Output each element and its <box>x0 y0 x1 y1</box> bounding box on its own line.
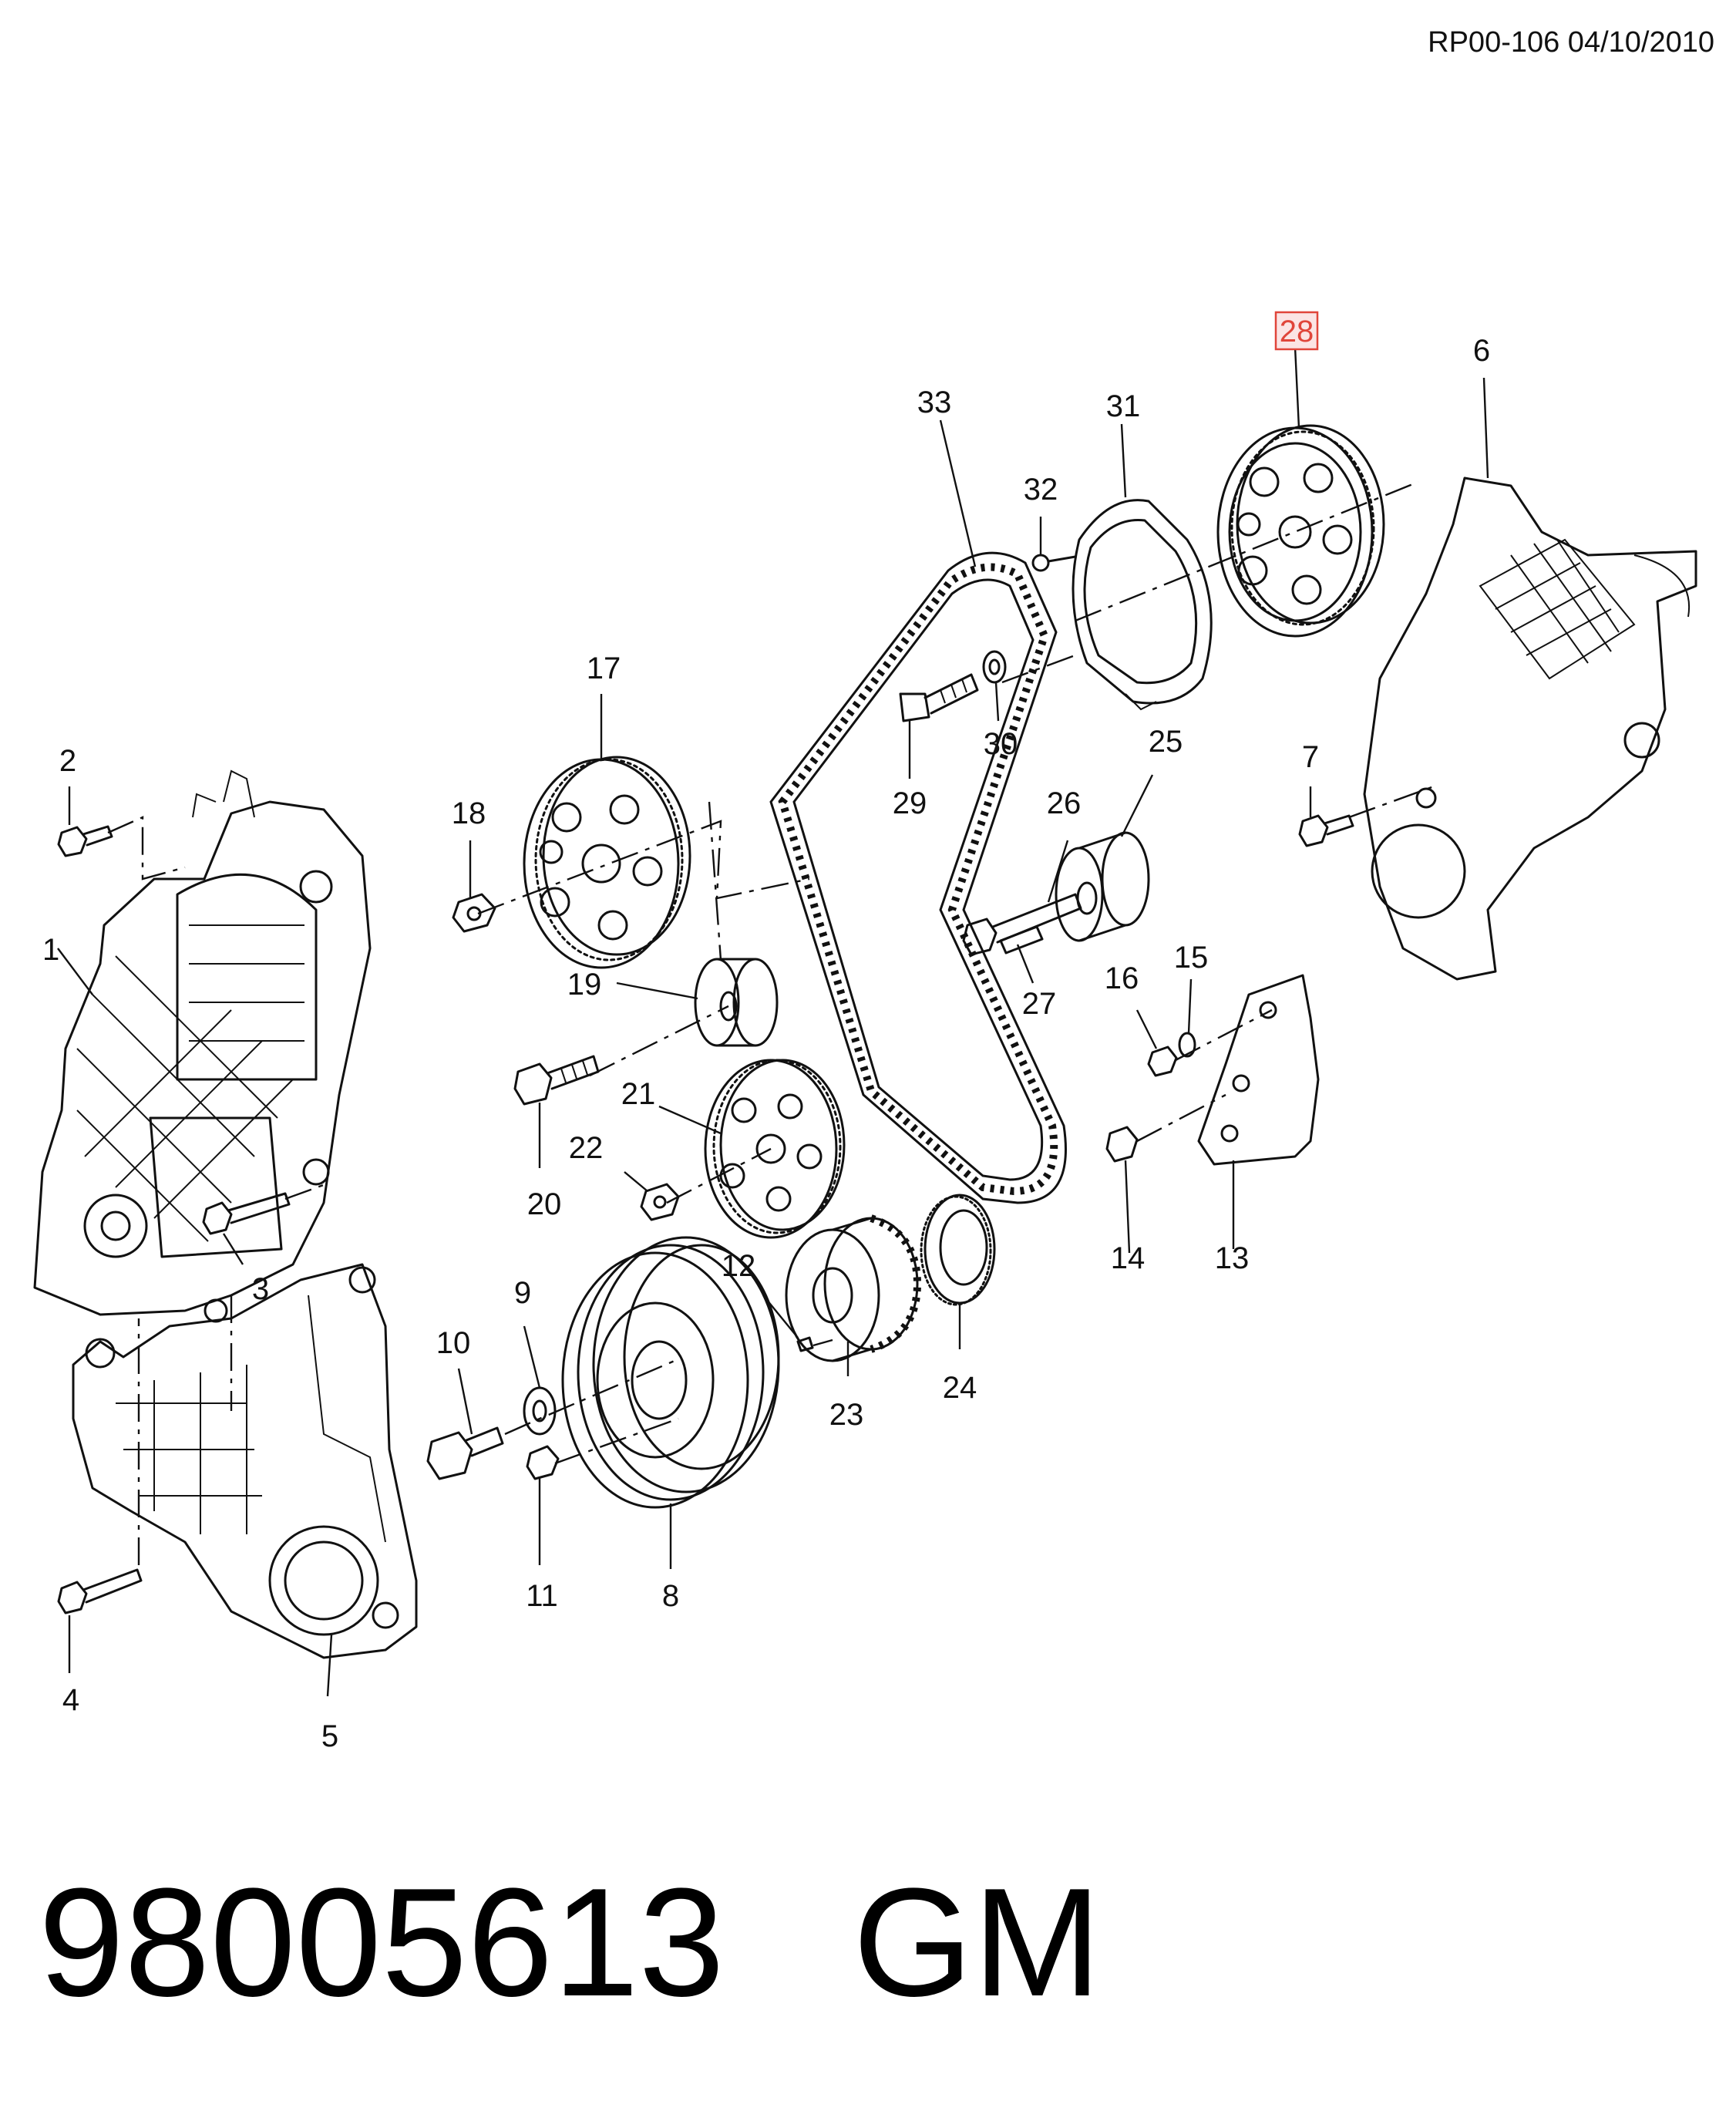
callout-26: 26 <box>1047 786 1082 820</box>
crankshaft-sprocket <box>704 1059 846 1239</box>
assembly-centerlines <box>107 480 1435 1565</box>
bolt-20 <box>513 1055 600 1106</box>
sprocket-back-plate <box>1072 499 1213 711</box>
diagram-reference-code: RP00-106 04/10/2010 <box>1428 26 1714 59</box>
callout-2: 2 <box>59 744 76 778</box>
bolt-14 <box>1105 1126 1139 1163</box>
bolt-10 <box>426 1426 504 1480</box>
tensioner-bolt-26 <box>962 893 1082 956</box>
nut-18 <box>452 893 496 933</box>
crankshaft-gear-23 <box>785 1214 922 1362</box>
nut-22 <box>640 1183 680 1221</box>
bolt-29 <box>899 673 979 722</box>
callout-23: 23 <box>829 1398 864 1432</box>
tensioner-bolt-27 <box>999 925 1044 955</box>
callout-22: 22 <box>569 1131 604 1165</box>
highlighted-callout-box <box>1274 311 1319 351</box>
callout-32: 32 <box>1024 473 1058 507</box>
callout-21: 21 <box>621 1077 656 1111</box>
callout-13: 13 <box>1215 1241 1250 1275</box>
callout-31: 31 <box>1106 389 1141 423</box>
bolt-11 <box>526 1445 560 1480</box>
camshaft-sprocket <box>1216 424 1385 638</box>
callout-17: 17 <box>587 652 621 685</box>
callout-12: 12 <box>722 1249 756 1283</box>
callout-19: 19 <box>567 968 602 1002</box>
callout-3: 3 <box>252 1272 269 1306</box>
woodruff-key-12 <box>796 1336 814 1352</box>
washer-15 <box>1178 1032 1196 1058</box>
callout-1: 1 <box>42 933 59 967</box>
front-cover-upper-left <box>33 769 372 1323</box>
callout-29: 29 <box>893 786 927 820</box>
rear-cover-right <box>1363 476 1697 981</box>
callout-6: 6 <box>1473 334 1490 368</box>
callout-11: 11 <box>526 1579 558 1613</box>
callout-8: 8 <box>662 1579 679 1613</box>
tensioner-pulley-25 <box>1055 831 1150 942</box>
callout-18: 18 <box>452 796 486 830</box>
idler-pulley-19 <box>694 958 779 1047</box>
callout-25: 25 <box>1149 725 1183 759</box>
callout-labels: 1 2 3 4 5 6 7 8 9 10 11 12 13 14 15 16 1… <box>42 315 1490 1753</box>
bracket-13 <box>1197 974 1320 1166</box>
callout-4: 4 <box>62 1683 79 1717</box>
callout-30: 30 <box>984 727 1018 761</box>
brand-name: GM <box>853 1857 1102 2029</box>
oil-seal-24 <box>920 1194 996 1306</box>
callout-33: 33 <box>917 386 952 419</box>
front-cover-lower-left <box>72 1263 418 1659</box>
washer-9 <box>523 1386 557 1436</box>
bolt-7 <box>1298 814 1354 847</box>
callout-28: 28 <box>1280 315 1314 348</box>
injection-pump-sprocket <box>523 756 691 969</box>
bolt-4 <box>57 1568 143 1615</box>
bolt-2 <box>57 825 113 857</box>
callout-27: 27 <box>1022 987 1057 1021</box>
callout-24: 24 <box>943 1371 977 1405</box>
crankshaft-pulley <box>561 1236 780 1509</box>
washer-30 <box>982 650 1007 684</box>
callout-7: 7 <box>1302 740 1319 774</box>
part-caption: 98005613 GM <box>39 1866 1102 2020</box>
callout-16: 16 <box>1105 961 1139 995</box>
nut-16 <box>1147 1045 1178 1077</box>
callout-14: 14 <box>1111 1241 1146 1275</box>
leader-lines <box>57 346 1489 1697</box>
callout-20: 20 <box>527 1187 562 1221</box>
timing-belt <box>769 551 1067 1204</box>
callout-15: 15 <box>1174 941 1209 975</box>
bolt-32 <box>1031 554 1077 572</box>
part-number: 98005613 <box>39 1857 725 2029</box>
callout-5: 5 <box>321 1719 338 1753</box>
callout-9: 9 <box>514 1276 531 1310</box>
callout-10: 10 <box>436 1326 471 1360</box>
